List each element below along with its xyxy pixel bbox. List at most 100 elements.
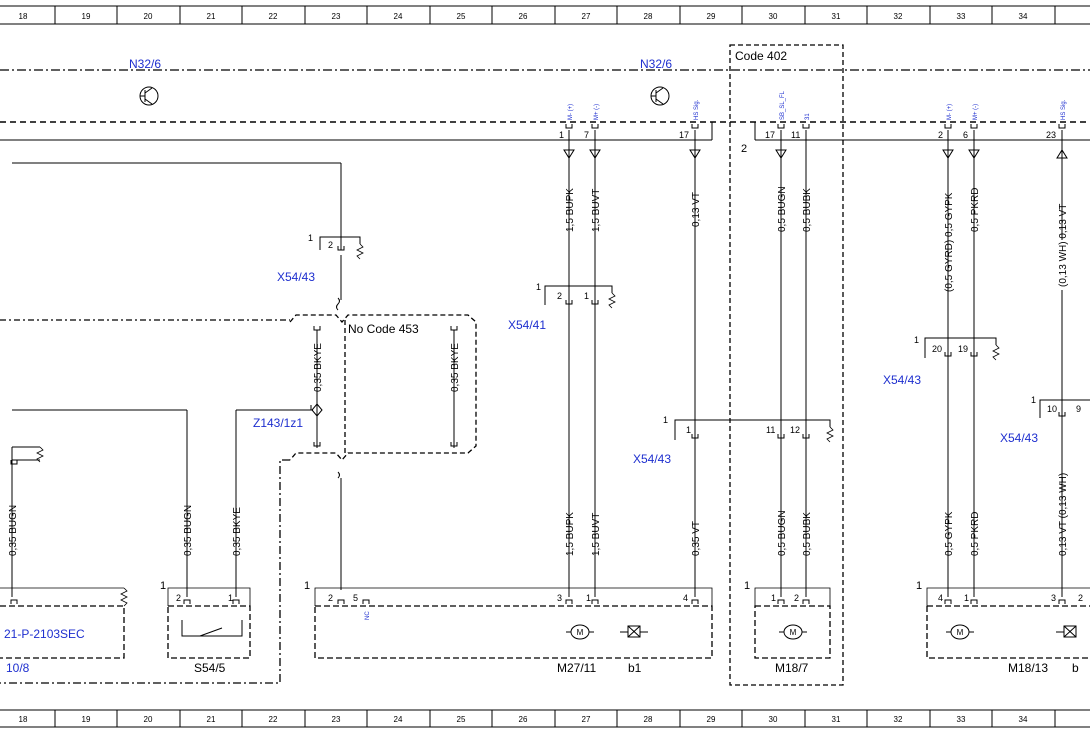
module-boundaries [0,44,1090,686]
pin-number: 11 [791,130,800,140]
ruler-num: 30 [769,12,778,21]
splice-icons [311,297,340,479]
component-pin: 2 [176,593,181,603]
ruler-num: 30 [769,715,778,724]
wire-label: 0,35 BKYE [450,343,461,392]
component-name: M18/7 [775,661,809,675]
svg-text:M: M [577,628,584,637]
wire-lines [0,122,1090,597]
wire-label: 0,5 GYPK [944,511,955,556]
signal-labels: M- (+) M+ (-) HS Sig. SB_SL_FL 31 M- (+)… [568,90,1067,120]
wire-label: 1,5 BUVT [591,189,602,232]
component-num: 1 [160,580,166,592]
component-pin: 1 [586,593,591,603]
ruler-num: 19 [82,715,91,724]
n32-right-label: N32/6 [640,57,672,71]
connector-pin: 1 [584,291,589,301]
ruler-num: 21 [207,12,216,21]
connector-pin: 12 [790,425,800,435]
component-pin: 2 [328,593,333,603]
wire-label: 0,13 VT [691,192,702,227]
component-name: M18/13 [1008,661,1048,675]
connector-pin: 1 [686,425,691,435]
ruler-num: 26 [519,12,528,21]
connector-pin: 20 [932,344,942,354]
ruler-num: 25 [457,12,466,21]
signal-label: M- (+) [947,104,953,120]
no-code-box-label: No Code 453 [348,322,419,336]
ruler-num: 22 [269,12,278,21]
bottom-grid-ruler [0,709,1090,728]
connector-pin: 9 [1076,404,1081,414]
wire-label: 0,35 BKYE [313,343,324,392]
wire-label: 0,35 BUGN [183,505,194,556]
component-pin: 1 [771,593,776,603]
ruler-num: 29 [707,12,716,21]
ruler-num: 19 [82,12,91,21]
ruler-num: 22 [269,715,278,724]
component-pin: 2 [794,593,799,603]
ruler-num: 26 [519,715,528,724]
signal-label: HS Sig. [1061,99,1067,120]
connector-name: X54/43 [883,373,921,387]
connector-pin: 10 [1047,404,1057,414]
component-labels: M27/11 b1 1 2 5 3 1 4 NC M18/7 1 1 2 M18… [4,580,1083,675]
wire-label: 0,5 BUGN [777,510,788,556]
wire-label: 0,13 VT (0,13 WH) [1058,473,1069,556]
connector-pin: 19 [958,344,968,354]
wire-labels-lower: 1,5 BUPK 1,5 BUVT 0,35 VT 0,5 BUGN 0,5 B… [8,473,1069,556]
ruler-num: 23 [332,12,341,21]
connector-pin: 2 [328,240,333,250]
ruler-num: 31 [832,715,841,724]
wire-label: 0,35 BKYE [232,507,243,556]
connector-name: X54/43 [277,270,315,284]
ruler-num: 18 [19,12,28,21]
nc-label: NC [365,611,371,620]
component-num: 1 [304,580,310,592]
ruler-num: 24 [394,715,403,724]
pin-number: 1 [559,130,564,140]
connector-num: 1 [914,335,919,345]
pin-number: 2 [938,130,943,140]
ruler-labels-bottom: 18 19 20 21 22 23 24 25 26 27 28 29 30 3… [19,715,1028,724]
wire-label: 0,5 BUBK [802,512,813,556]
ruler-num: 18 [19,715,28,724]
ruler-num: 20 [144,715,153,724]
wire-label: 0,5 BUBK [802,188,813,232]
pin-number: 2 [741,143,747,155]
ruler-num: 33 [957,12,966,21]
wire-label: 1,5 BUVT [591,513,602,556]
connector-pin: 11 [766,425,775,435]
ruler-num: 32 [894,12,903,21]
ruler-num: 24 [394,12,403,21]
wire-label: 0,5 BUGN [777,186,788,232]
svg-text:M: M [790,628,797,637]
ruler-num: 23 [332,715,341,724]
ruler-num: 32 [894,715,903,724]
n32-left-label: N32/6 [129,57,161,71]
motor-icons [566,624,1077,640]
connector-housings [12,236,1090,461]
component-num: 1 [916,580,922,592]
pin-number: 17 [679,130,689,140]
ruler-num: 27 [582,715,591,724]
component-pin: 5 [353,593,358,603]
component-sub: b1 [628,661,642,675]
component-pin: 3 [557,593,562,603]
pin-number: 6 [963,130,968,140]
connector-name: X54/43 [1000,431,1038,445]
ruler-num: 25 [457,715,466,724]
component-ref: 10/8 [6,661,30,675]
connector-name: X54/43 [633,452,671,466]
connector-num: 1 [536,282,541,292]
pin-number: 23 [1046,130,1056,140]
ruler-num: 29 [707,715,716,724]
top-grid-ruler [0,5,1090,25]
signal-label: 31 [805,113,811,120]
pin-number: 7 [584,130,589,140]
signal-label: HS Sig. [694,99,700,120]
component-boxes [0,587,1090,659]
connector-pin: 2 [557,291,562,301]
component-pin: 1 [964,593,969,603]
